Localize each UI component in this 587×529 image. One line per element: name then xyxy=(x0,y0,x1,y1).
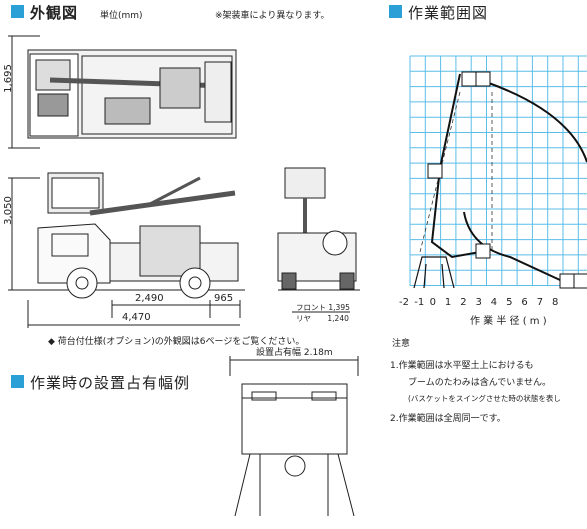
range-title: 作業範囲図 xyxy=(408,4,489,22)
basket-low xyxy=(475,243,491,259)
dim-len-b: 965 xyxy=(214,293,234,304)
outrigger-base xyxy=(413,256,455,289)
boom-lines xyxy=(419,91,493,253)
x-axis-label: 作 業 半 径 ( m ) xyxy=(470,316,547,327)
dim-width: 1,695 xyxy=(2,64,14,93)
exterior-title: 外観図 xyxy=(30,4,79,22)
x-tick-label: 7 xyxy=(536,297,544,308)
setup-width-label: 設置占有幅 2.18m xyxy=(256,348,333,358)
range-envelope-inner xyxy=(430,73,481,259)
range-chart xyxy=(409,55,587,289)
rear-label: リヤ xyxy=(296,314,311,323)
range-envelope-outer xyxy=(485,81,587,163)
option-note: ◆ 荷台付仕様(オプション)の外観図は6ページをご覧ください。 xyxy=(48,337,305,347)
setup-drawing xyxy=(229,356,359,517)
basket-far-1 xyxy=(559,273,575,289)
dim-rear: リヤ 1,240 xyxy=(296,313,349,324)
note-1: 1.作業範囲は水平堅土上におけるも xyxy=(390,361,534,371)
exterior-drawing xyxy=(8,35,360,328)
basket-far-2 xyxy=(573,273,587,289)
x-tick-label: 8 xyxy=(552,297,559,308)
rear-value: 1,240 xyxy=(327,314,349,323)
front-value: 1,395 xyxy=(328,303,350,312)
x-tick-label: 3 xyxy=(475,297,482,308)
x-tick-label: 5 xyxy=(506,297,513,308)
note-1c: (バスケットをスイングさせた時の状態を表し xyxy=(408,394,561,403)
notes-heading: 注意 xyxy=(392,339,411,349)
section-marker xyxy=(11,375,24,388)
x-tick-label: 4 xyxy=(490,297,498,308)
dim-height: 3,050 xyxy=(2,196,14,225)
dim-len-a: 2,490 xyxy=(135,293,164,304)
x-tick-label: 0 xyxy=(429,297,436,308)
unit-label: 単位(mm) xyxy=(100,11,143,21)
note-2: 2.作業範囲は全周同一です。 xyxy=(390,414,506,424)
note-label: ※架装車により異なります。 xyxy=(215,11,330,21)
basket-top-2 xyxy=(475,71,491,87)
x-tick-label: 6 xyxy=(521,297,528,308)
front-label: フロント xyxy=(296,303,326,312)
setup-title: 作業時の設置占有幅例 xyxy=(30,374,191,392)
x-tick-label: -1 xyxy=(414,297,425,308)
note-1b: ブームのたわみは含んでいません。 xyxy=(408,378,552,388)
range-envelope-low xyxy=(463,211,561,281)
section-marker xyxy=(389,5,402,18)
dim-front: フロント 1,395 xyxy=(296,302,350,313)
basket-mid xyxy=(427,163,443,179)
x-tick-label: 1 xyxy=(444,297,452,308)
x-tick-label: 2 xyxy=(460,297,467,308)
x-tick-label: -2 xyxy=(399,297,409,308)
dim-len-total: 4,470 xyxy=(122,312,151,323)
basket-top-1 xyxy=(461,71,477,87)
section-marker xyxy=(11,5,24,18)
